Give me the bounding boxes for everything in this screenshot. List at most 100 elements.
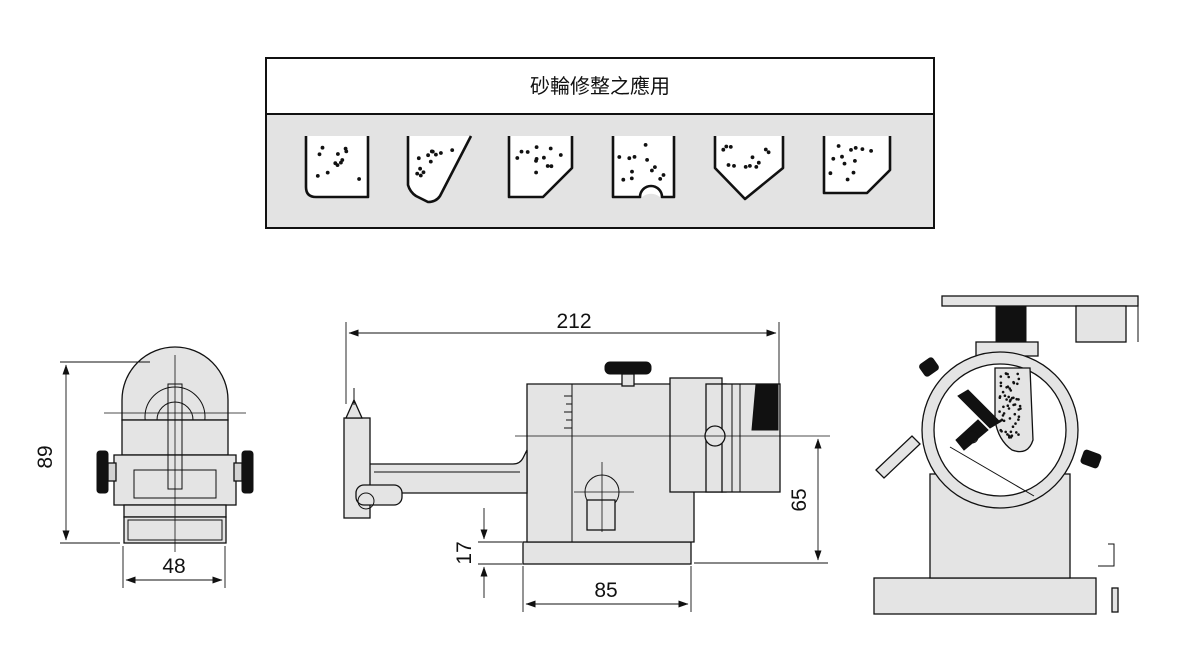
dimension-base-height: 17 — [453, 508, 522, 598]
grit-dot — [439, 151, 443, 155]
grit-dot — [344, 149, 349, 154]
grit-dot — [549, 164, 554, 169]
grit-dot — [632, 155, 637, 159]
top-clamp-knob — [604, 361, 652, 375]
grit-dot — [756, 160, 761, 165]
wheel-grit-dot — [1002, 412, 1006, 415]
wheel-grit-dot — [999, 381, 1003, 385]
abrasive-grit-dots — [315, 143, 873, 182]
grit-dot — [534, 170, 538, 175]
dial-marker — [751, 383, 779, 431]
wheel-grit-dot — [998, 396, 1002, 400]
wheel-grit-dot — [1001, 414, 1005, 417]
grit-dot — [658, 177, 663, 181]
grit-dot — [542, 155, 546, 160]
grit-dot — [415, 171, 420, 176]
grit-dot — [750, 155, 755, 160]
grit-dot — [333, 161, 338, 166]
wheel-grit-dot — [1005, 386, 1008, 389]
grit-dot — [763, 147, 768, 152]
grit-dot — [534, 145, 539, 150]
wheel-grit-dot — [1008, 436, 1011, 439]
wheel-grit-dot — [1000, 430, 1003, 433]
wheel-grit-dot — [1017, 377, 1021, 381]
grit-dot — [627, 156, 632, 161]
wheel-grit-dot — [1008, 400, 1012, 403]
grit-dot — [418, 166, 422, 171]
grit-dot — [416, 156, 421, 161]
grit-dot — [845, 177, 850, 182]
wheel-grit-dot — [1010, 434, 1014, 438]
wheel-grit-dot — [1013, 412, 1017, 416]
app-right-knob — [1080, 449, 1102, 469]
wheel-grit-dot — [1016, 382, 1019, 386]
diamond-holder — [957, 389, 1001, 429]
grit-dot — [724, 144, 729, 149]
wheel-grit-dot — [1002, 419, 1006, 423]
wheel-grit-dot — [1015, 397, 1018, 401]
svg-text:17: 17 — [453, 541, 476, 564]
wheel-grit-dot — [1017, 418, 1020, 421]
grit-dot — [732, 164, 736, 168]
grit-dot — [661, 173, 666, 177]
grit-dot — [849, 148, 853, 152]
grit-dot — [630, 169, 634, 174]
wheel-grit-dot — [1008, 387, 1011, 390]
wheel-grit-dot — [1012, 381, 1016, 385]
svg-text:48: 48 — [162, 555, 185, 578]
grit-dot — [548, 146, 553, 151]
wheel-grit-dot — [999, 375, 1003, 378]
profile-chamfer — [507, 136, 574, 199]
grit-dot — [766, 150, 771, 155]
side-view — [96, 346, 254, 552]
app-top-knob — [919, 357, 939, 377]
wheel-grit-dot — [1005, 398, 1008, 401]
grit-dot — [558, 153, 563, 157]
wheel-grit-dot — [1017, 408, 1020, 411]
profile-angled — [406, 135, 473, 204]
wheel-grit-dot — [1010, 396, 1014, 400]
grit-dot — [357, 177, 361, 181]
wheel-grit-dot — [1014, 422, 1017, 425]
grit-dot — [320, 145, 325, 150]
grit-dot — [315, 174, 320, 178]
grit-dot — [853, 159, 857, 163]
grit-dot — [828, 171, 833, 176]
wheel-grit-dot — [1001, 390, 1005, 394]
grit-dot — [831, 156, 836, 161]
svg-text:65: 65 — [788, 488, 811, 511]
svg-text:85: 85 — [594, 579, 617, 602]
grit-dot — [525, 150, 530, 154]
wheel-grit-dot — [999, 384, 1003, 388]
grit-dot — [519, 149, 524, 154]
grit-dot — [860, 147, 865, 152]
wheel-grit-dot — [1007, 407, 1011, 410]
wheel-grit-dot — [1009, 389, 1013, 392]
grit-dot — [643, 143, 648, 147]
grit-dot — [728, 145, 733, 149]
dimension-front-length: 212 — [345, 310, 780, 404]
grit-dot — [853, 146, 858, 150]
grit-dot — [842, 161, 847, 166]
profile-corner-chamfer — [822, 136, 892, 195]
svg-text:89: 89 — [34, 445, 57, 468]
grit-dot — [629, 176, 634, 181]
wheel-grit-dot — [1007, 375, 1010, 379]
side-right-knob — [241, 450, 254, 494]
wheel-grit-dot — [1000, 418, 1004, 422]
front-view — [343, 361, 830, 565]
wheel-grit-dot — [1002, 405, 1005, 409]
dressing-applications-panel: 砂輪修整之應用 — [265, 57, 935, 229]
wheel-grit-dot — [1011, 425, 1015, 429]
dimension-side-width: 48 — [122, 546, 226, 588]
wheel-grit-dot — [1015, 431, 1018, 434]
wheel-grit-dot — [1017, 433, 1020, 436]
grit-dot — [754, 165, 759, 169]
grit-dot — [743, 165, 748, 169]
grit-dot — [617, 155, 622, 159]
wheel-grit-dot — [1003, 394, 1007, 398]
grit-dot — [721, 147, 726, 152]
dimension-side-height: 89 — [34, 361, 150, 544]
grit-dot — [421, 170, 426, 175]
